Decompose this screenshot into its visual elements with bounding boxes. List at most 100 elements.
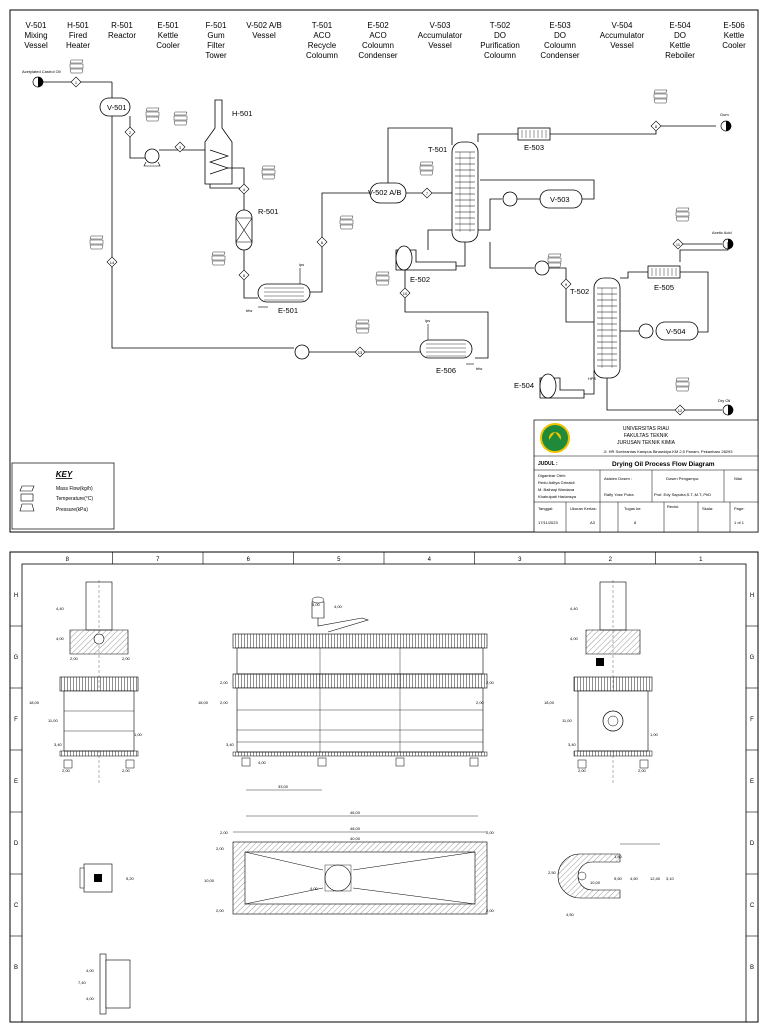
header-tag-4: F-501 bbox=[206, 21, 227, 30]
tag-temp-11 bbox=[675, 211, 690, 217]
e505-label: E-505 bbox=[654, 283, 674, 292]
tag-temp-12 bbox=[675, 381, 690, 387]
tb-address: Jl. HR Soebrantas Kampus Binawidya KM 2,… bbox=[604, 449, 734, 454]
temperature-symbol-icon bbox=[20, 493, 34, 502]
t501-label: T-501 bbox=[428, 145, 447, 154]
gum-terminal-icon bbox=[726, 121, 731, 131]
tb-tugas-label: Tugas ke: bbox=[624, 506, 641, 511]
header-desc-2-0: Reactor bbox=[108, 31, 136, 40]
header-tag-3: E-501 bbox=[157, 21, 179, 30]
tag-flow-10 bbox=[375, 271, 390, 276]
header-tag-9: T-502 bbox=[490, 21, 511, 30]
tb-revisi-label: Revisi: bbox=[667, 504, 679, 509]
tb-ukuran-label: Ukuran Kertas: bbox=[570, 506, 597, 511]
dim-u-1000: 10,00 bbox=[590, 880, 601, 885]
dim-plan-200b: 2,00 bbox=[486, 830, 495, 835]
v501-label: V-501 bbox=[107, 103, 127, 112]
key-item-mass-flow: Mass Flow(kg/h) bbox=[56, 486, 93, 492]
dim-left-440: 4,40 bbox=[56, 606, 65, 611]
right-u-detail: 1,80 2,50 10,00 5,50 4,50 12,40 3,10 4,5… bbox=[548, 843, 675, 917]
dim-center-340: 3,40 bbox=[226, 742, 235, 747]
tag-pressure-5 bbox=[211, 260, 226, 266]
tag-temp-1 bbox=[69, 63, 84, 69]
acetic-acid-label: Acetic Acid bbox=[712, 230, 732, 235]
tb-dosen: Prof. Edy Saputra,S.T.,M.T.,PhD bbox=[654, 492, 711, 497]
tb-dosen-label: Dosen Pengampu: bbox=[666, 476, 699, 481]
header-desc-5-0: Vessel bbox=[252, 31, 276, 40]
university-logo-icon bbox=[540, 423, 570, 453]
header-desc-4-1: Filter bbox=[207, 41, 225, 50]
plan-center-opening-icon bbox=[324, 864, 352, 892]
tag-temp-14 bbox=[89, 239, 104, 245]
key-legend: KEY Mass Flow(kg/h) Temperature(°C) Pres… bbox=[11, 462, 115, 530]
tag-pressure-13 bbox=[355, 328, 370, 334]
header-desc-3-1: Cooler bbox=[156, 41, 180, 50]
dry-oil-terminal-icon bbox=[728, 405, 733, 415]
stream-number-5: 5 bbox=[243, 273, 246, 278]
pressure-symbol-icon bbox=[19, 503, 35, 512]
tb-page: 1 of 1 bbox=[734, 520, 745, 525]
grid-row-left-E: E bbox=[14, 779, 18, 785]
stream-marker-4 bbox=[238, 183, 250, 195]
left-bottom-detail: 4,00 7,40 4,00 bbox=[78, 953, 131, 1015]
tag-pressure-10 bbox=[375, 280, 390, 286]
stream-number-13: 13 bbox=[358, 350, 363, 355]
tag-pressure-14 bbox=[89, 244, 104, 250]
tag-pressure-4 bbox=[261, 174, 276, 180]
tag-flow-5 bbox=[211, 251, 226, 256]
stream-marker-5 bbox=[238, 269, 250, 281]
header-desc-12-1: Kettle bbox=[670, 41, 691, 50]
dim-left-100: 1,00 bbox=[134, 732, 143, 737]
e501-kettle-cooler: E-501 lps bfw bbox=[246, 262, 311, 315]
e504-hps-label: HPS bbox=[588, 376, 597, 381]
mass-flow-symbol-icon bbox=[19, 485, 35, 492]
tag-flow-8 bbox=[653, 89, 668, 94]
grid-row-right-B: B bbox=[750, 965, 754, 971]
dim-center-200a: 2,00 bbox=[220, 680, 229, 685]
tb-faculty: FAKULTAS TEKNIK bbox=[624, 433, 669, 439]
tb-department: JURUSAN TEKNIK KIMIA bbox=[617, 440, 676, 446]
tag-flow-9 bbox=[547, 253, 562, 258]
feed-label: Acetylated Castrol Oil bbox=[22, 69, 61, 74]
left-small-block-icon bbox=[94, 874, 102, 882]
tag-flow-4 bbox=[261, 165, 276, 170]
stream-marker-9 bbox=[560, 278, 572, 290]
t502-column: T-502 bbox=[570, 277, 621, 379]
left-side-view: 4,40 4,00 2,00 2,00 18,00 11,00 1,00 3,4… bbox=[29, 580, 143, 784]
stream-number-8: 8 bbox=[655, 124, 658, 129]
pump-p4-icon bbox=[638, 323, 654, 339]
dim-plan-200c: 2,00 bbox=[216, 846, 225, 851]
pump-p3-icon bbox=[534, 260, 550, 276]
tag-pressure-12 bbox=[675, 386, 690, 392]
dim-plan-1000: 10,00 bbox=[204, 878, 215, 883]
dim-right-1100: 11,00 bbox=[562, 718, 572, 723]
tag-temp-2 bbox=[145, 111, 160, 117]
e502-label: E-502 bbox=[410, 275, 430, 284]
tag-flow-6 bbox=[339, 215, 354, 220]
tag-temp-6 bbox=[339, 219, 354, 225]
stream-number-4: 4 bbox=[243, 187, 246, 192]
t501-trays bbox=[455, 151, 475, 232]
header-desc-7-2: Condenser bbox=[358, 51, 397, 60]
e506-lps-label: lps bbox=[425, 318, 430, 323]
e501-label: E-501 bbox=[278, 306, 298, 315]
center-plan-view: 48,00 40,00 2,00 2,00 2,00 10,00 2,00 4,… bbox=[204, 826, 495, 915]
header-desc-12-0: DO bbox=[674, 31, 686, 40]
grid-row-left-G: G bbox=[14, 655, 19, 661]
stream-marker-14 bbox=[106, 256, 118, 268]
header-tag-11: V-504 bbox=[612, 21, 633, 30]
v503-label: V-503 bbox=[550, 195, 570, 204]
header-desc-13-1: Cooler bbox=[722, 41, 746, 50]
key-title: KEY bbox=[56, 470, 73, 479]
stream-condition-tags bbox=[69, 59, 690, 392]
feed-terminal-icon bbox=[38, 77, 43, 87]
dim-center-3300: 33,00 bbox=[278, 784, 289, 789]
t502-trays bbox=[597, 287, 617, 368]
dim-right-200a: 2,00 bbox=[578, 768, 587, 773]
dim-plan-200e: 2,00 bbox=[486, 908, 495, 913]
right-side-view: 4,40 4,00 18,00 11,00 1,00 3,40 2,00 2,0… bbox=[544, 580, 659, 784]
stream-number-1: 1 bbox=[75, 80, 78, 85]
